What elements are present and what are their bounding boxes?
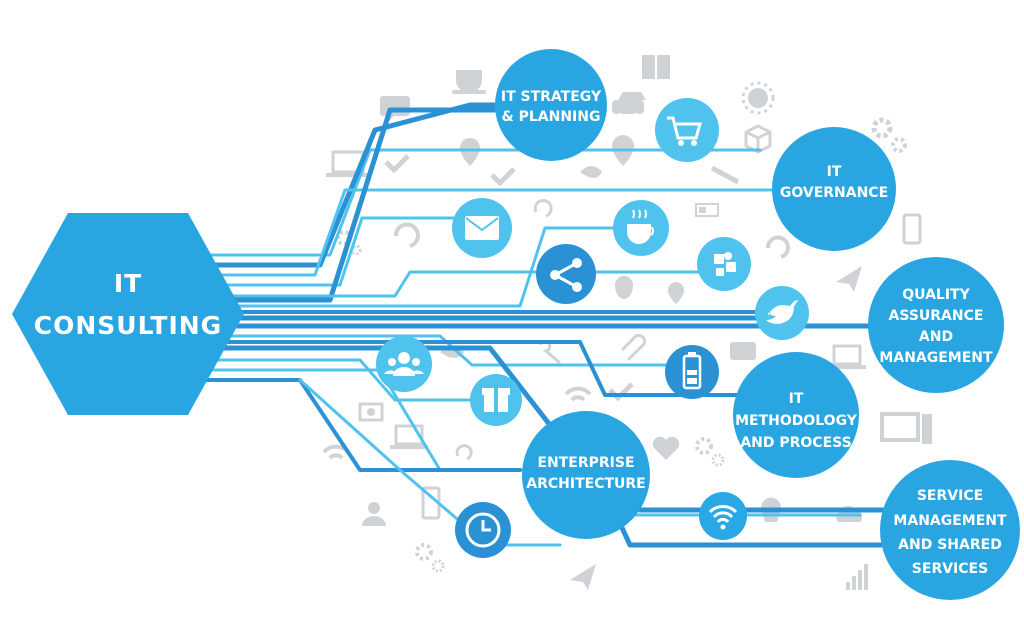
plane-bg-icon xyxy=(836,266,862,292)
box-bg-icon xyxy=(744,124,772,154)
gift-icon xyxy=(470,374,522,426)
refresh-bg-icon-2 xyxy=(766,235,790,259)
signal-bg-icon xyxy=(846,564,868,590)
heart-bg-icon xyxy=(652,436,680,460)
gears-bg-icon-3 xyxy=(695,437,725,467)
sync-bg-icon-2 xyxy=(455,444,473,461)
key-bg-icon xyxy=(538,339,561,365)
shopping-cart-icon xyxy=(655,98,719,162)
share-icon xyxy=(536,244,596,304)
plane-bg-icon-2 xyxy=(570,564,596,590)
node-service-management: SERVICE MANAGEMENT AND SHARED SERVICES xyxy=(880,460,1020,600)
hub-it-consulting: IT CONSULTING xyxy=(12,213,244,415)
pin-bg-icon xyxy=(460,138,480,166)
node-it-governance-line-1: IT xyxy=(827,164,842,180)
node-quality-line-3: AND xyxy=(919,329,953,345)
pin-bg-icon-3 xyxy=(668,282,684,304)
node-service-line-3: AND SHARED xyxy=(898,537,1002,553)
node-service-line-1: SERVICE xyxy=(917,488,983,504)
apple-bg-icon xyxy=(615,276,633,299)
battery-bg-icon xyxy=(695,203,719,217)
node-quality-line-1: QUALITY xyxy=(902,287,970,303)
icon-nodes xyxy=(376,98,809,558)
node-methodology-line-3: AND PROCESS xyxy=(740,435,851,451)
group-users-icon xyxy=(376,336,432,392)
phone-bg-icon xyxy=(902,213,922,245)
camera-bg-icon xyxy=(358,402,384,422)
users-bg-icon xyxy=(362,502,386,526)
node-quality-line-2: ASSURANCE xyxy=(889,308,984,324)
node-service-line-2: MANAGEMENT xyxy=(893,513,1007,529)
node-enterprise-architecture: ENTERPRISE ARCHITECTURE xyxy=(522,411,650,539)
node-it-governance: IT GOVERNANCE xyxy=(772,127,896,251)
node-it-strategy: IT STRATEGY & PLANNING xyxy=(495,49,607,161)
check-bg-icon-3 xyxy=(608,382,634,402)
node-enterprise-line-2: ARCHITECTURE xyxy=(526,476,645,492)
puzzle-icon xyxy=(697,237,751,291)
coffee-bg-icon xyxy=(452,70,486,94)
car-bg-icon xyxy=(612,92,646,119)
gears-bg-icon-4 xyxy=(415,543,445,573)
node-it-strategy-line-2: & PLANNING xyxy=(502,109,601,125)
refresh-bg-icon xyxy=(394,222,420,248)
chat-bg-icon-2 xyxy=(730,342,756,360)
envelope-icon xyxy=(452,198,512,258)
node-enterprise-line-1: ENTERPRISE xyxy=(537,455,634,471)
wifi-bg-icon xyxy=(564,386,592,402)
coffee-cup-icon xyxy=(613,200,669,256)
node-quality-assurance: QUALITY ASSURANCE AND MANAGEMENT xyxy=(868,257,1004,393)
hub-line-2: CONSULTING xyxy=(34,311,222,340)
book-bg-icon xyxy=(642,55,670,79)
hub-line-1: IT xyxy=(114,269,142,298)
check-bg-icon xyxy=(384,154,410,174)
sync-bg-icon xyxy=(533,199,553,218)
check-bg-icon-2 xyxy=(490,167,516,187)
node-it-governance-line-2: GOVERNANCE xyxy=(780,185,888,201)
node-it-methodology: IT METHODOLOGY AND PROCESS xyxy=(733,352,859,478)
node-methodology-line-2: METHODOLOGY xyxy=(735,413,858,429)
battery-icon xyxy=(665,345,719,399)
clock-icon xyxy=(455,502,511,558)
node-methodology-line-1: IT xyxy=(789,391,804,407)
sun-bg-icon xyxy=(741,81,775,115)
laptop-bg-icon-3 xyxy=(390,424,428,449)
desktop-bg-icon xyxy=(880,412,932,444)
node-quality-line-4: MANAGEMENT xyxy=(879,350,993,366)
laptop-bg-icon-2 xyxy=(828,344,866,369)
node-service-line-4: SERVICES xyxy=(912,561,988,577)
twitter-bird-icon xyxy=(755,286,809,340)
wifi-icon xyxy=(699,492,747,540)
paperclip-bg-icon xyxy=(620,333,647,362)
pen-bg-icon xyxy=(710,165,740,185)
gears-bg-icon xyxy=(871,117,907,153)
bird-bg-icon xyxy=(580,166,602,178)
node-it-strategy-line-1: IT STRATEGY xyxy=(501,89,602,105)
